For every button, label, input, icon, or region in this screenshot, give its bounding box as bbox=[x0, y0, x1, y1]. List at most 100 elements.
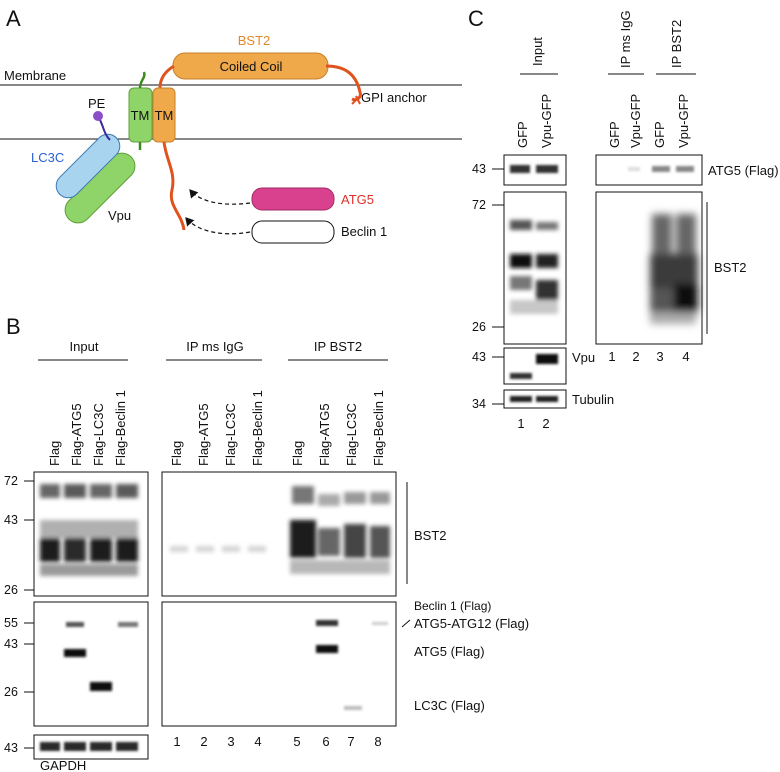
b-blot-ip-flag bbox=[161, 601, 397, 727]
coiled-coil-label: Coiled Coil bbox=[220, 59, 283, 74]
b-lane-number: 3 bbox=[227, 734, 234, 749]
c-ip-lane-number: 3 bbox=[656, 349, 663, 364]
c-blot-ip-bst2 bbox=[595, 191, 703, 345]
c-lane-label: GFP bbox=[515, 121, 530, 148]
lc3c-label: LC3C bbox=[31, 150, 64, 165]
pe-label: PE bbox=[88, 96, 106, 111]
c-group-igg: IP ms IgG bbox=[618, 10, 633, 68]
c-mw-26: 26 bbox=[472, 320, 486, 334]
b-group-input: Input bbox=[70, 339, 99, 354]
b-label-atg5-atg12: ATG5-ATG12 (Flag) bbox=[414, 616, 529, 631]
c-mw-34: 34 bbox=[472, 397, 486, 411]
b-lane-label: Flag-Beclin 1 bbox=[250, 390, 265, 466]
c-blot-tubulin bbox=[503, 389, 567, 409]
c-mw-43b: 43 bbox=[472, 350, 486, 364]
c-label-tubulin: Tubulin bbox=[572, 392, 614, 407]
c-mw-43: 43 bbox=[472, 162, 486, 176]
c-label-vpu: Vpu bbox=[572, 350, 595, 365]
b-lane-label: Flag bbox=[290, 441, 305, 466]
b-mw-43c: 43 bbox=[4, 741, 18, 755]
b-mw-72: 72 bbox=[4, 474, 18, 488]
b-blot-input-flag bbox=[33, 601, 149, 727]
panel-a-letter: A bbox=[6, 6, 21, 31]
bst2-title: BST2 bbox=[238, 33, 271, 48]
b-group-bst2: IP BST2 bbox=[314, 339, 362, 354]
b-lane-label: Flag-Beclin 1 bbox=[371, 390, 386, 466]
b-lane-number: 5 bbox=[293, 734, 300, 749]
c-lane-label: GFP bbox=[607, 121, 622, 148]
b-lane-label: Flag-LC3C bbox=[223, 403, 238, 466]
c-blot-input-bst2 bbox=[503, 191, 567, 345]
b-mw-55: 55 bbox=[4, 616, 18, 630]
b-lane-labels: Flag Flag-ATG5 Flag-LC3C Flag-Beclin 1 F… bbox=[47, 390, 386, 466]
b-mw-26b: 26 bbox=[4, 685, 18, 699]
c-label-atg5: ATG5 (Flag) bbox=[708, 163, 779, 178]
b-lane-label: Flag-LC3C bbox=[91, 403, 106, 466]
c-ip-lane-number: 1 bbox=[608, 349, 615, 364]
c-ip-lane-number: 2 bbox=[632, 349, 639, 364]
vpu-label: Vpu bbox=[108, 208, 131, 223]
atg5-label: ATG5 bbox=[341, 192, 374, 207]
b-lane-label: Flag bbox=[169, 441, 184, 466]
panel-b: B Input IP ms IgG IP BST2 Flag Flag-ATG5… bbox=[4, 314, 529, 772]
b-mw-43b: 43 bbox=[4, 637, 18, 651]
b-lane-number: 4 bbox=[254, 734, 261, 749]
c-group-bst2: IP BST2 bbox=[669, 20, 684, 68]
atg5-arrow bbox=[189, 189, 251, 205]
b-beclin-tick bbox=[401, 619, 411, 628]
b-lane-numbers: 1 2 3 4 5 6 7 8 bbox=[173, 734, 381, 749]
panel-c: C Input IP ms IgG IP BST2 GFP Vpu-GFP GF… bbox=[468, 6, 779, 431]
b-lane-label: Flag-LC3C bbox=[344, 403, 359, 466]
c-lane-label: Vpu-GFP bbox=[628, 94, 643, 148]
c-group-input: Input bbox=[530, 37, 545, 66]
c-lane-label: Vpu-GFP bbox=[676, 94, 691, 148]
b-label-atg5: ATG5 (Flag) bbox=[414, 644, 485, 659]
b-lane-label: Flag-Beclin 1 bbox=[113, 390, 128, 466]
b-label-lc3c: LC3C (Flag) bbox=[414, 698, 485, 713]
c-input-lane-number: 1 bbox=[517, 416, 524, 431]
c-label-bst2: BST2 bbox=[714, 260, 747, 275]
b-blot-ip-bst2 bbox=[161, 471, 397, 597]
pe-lipid-icon bbox=[93, 111, 103, 121]
atg5-protein bbox=[251, 187, 335, 211]
gpi-anchor-tail bbox=[325, 64, 362, 102]
b-lane-number: 1 bbox=[173, 734, 180, 749]
b-lane-label: Flag bbox=[47, 441, 62, 466]
vpu-n-terminus bbox=[138, 71, 146, 89]
c-lane-labels: GFP Vpu-GFP GFP Vpu-GFP GFP Vpu-GFP bbox=[515, 94, 691, 148]
c-ip-lane-number: 4 bbox=[682, 349, 689, 364]
b-blot-gapdh bbox=[33, 734, 149, 760]
b-lane-label: Flag-ATG5 bbox=[317, 403, 332, 466]
vpu-tm-label: TM bbox=[131, 108, 150, 123]
c-blot-ip-atg5 bbox=[595, 154, 703, 186]
b-blot-input-bst2 bbox=[33, 471, 149, 597]
bst2-tm-label: TM bbox=[155, 108, 174, 123]
b-lane-number: 2 bbox=[200, 734, 207, 749]
c-lane-label: GFP bbox=[652, 121, 667, 148]
c-blot-input-atg5 bbox=[503, 154, 567, 186]
membrane-label: Membrane bbox=[4, 68, 66, 83]
panel-a: A Membrane BST2 Coiled Coil GPI anchor T… bbox=[0, 6, 462, 244]
c-blot-vpu bbox=[503, 347, 567, 385]
pe-linker bbox=[99, 119, 111, 141]
beclin-arrow bbox=[185, 217, 251, 235]
beclin-label: Beclin 1 bbox=[341, 224, 387, 239]
b-mw-43: 43 bbox=[4, 513, 18, 527]
b-lane-label: Flag-ATG5 bbox=[196, 403, 211, 466]
bst2-cytoplasmic-tail bbox=[162, 141, 186, 231]
c-input-lane-number: 2 bbox=[542, 416, 549, 431]
b-label-gapdh: GAPDH bbox=[40, 758, 86, 772]
b-mw-26: 26 bbox=[4, 583, 18, 597]
gpi-anchor-mark bbox=[351, 95, 361, 105]
b-lane-number: 7 bbox=[347, 734, 354, 749]
c-lane-label: Vpu-GFP bbox=[539, 94, 554, 148]
beclin-protein bbox=[251, 220, 335, 244]
b-label-beclin: Beclin 1 (Flag) bbox=[414, 599, 491, 613]
b-lane-number: 8 bbox=[374, 734, 381, 749]
gpi-anchor-label: GPI anchor bbox=[361, 90, 427, 105]
panel-c-letter: C bbox=[468, 6, 484, 31]
bst2-linker bbox=[158, 64, 175, 89]
b-label-bst2: BST2 bbox=[414, 528, 447, 543]
c-mw-72: 72 bbox=[472, 198, 486, 212]
